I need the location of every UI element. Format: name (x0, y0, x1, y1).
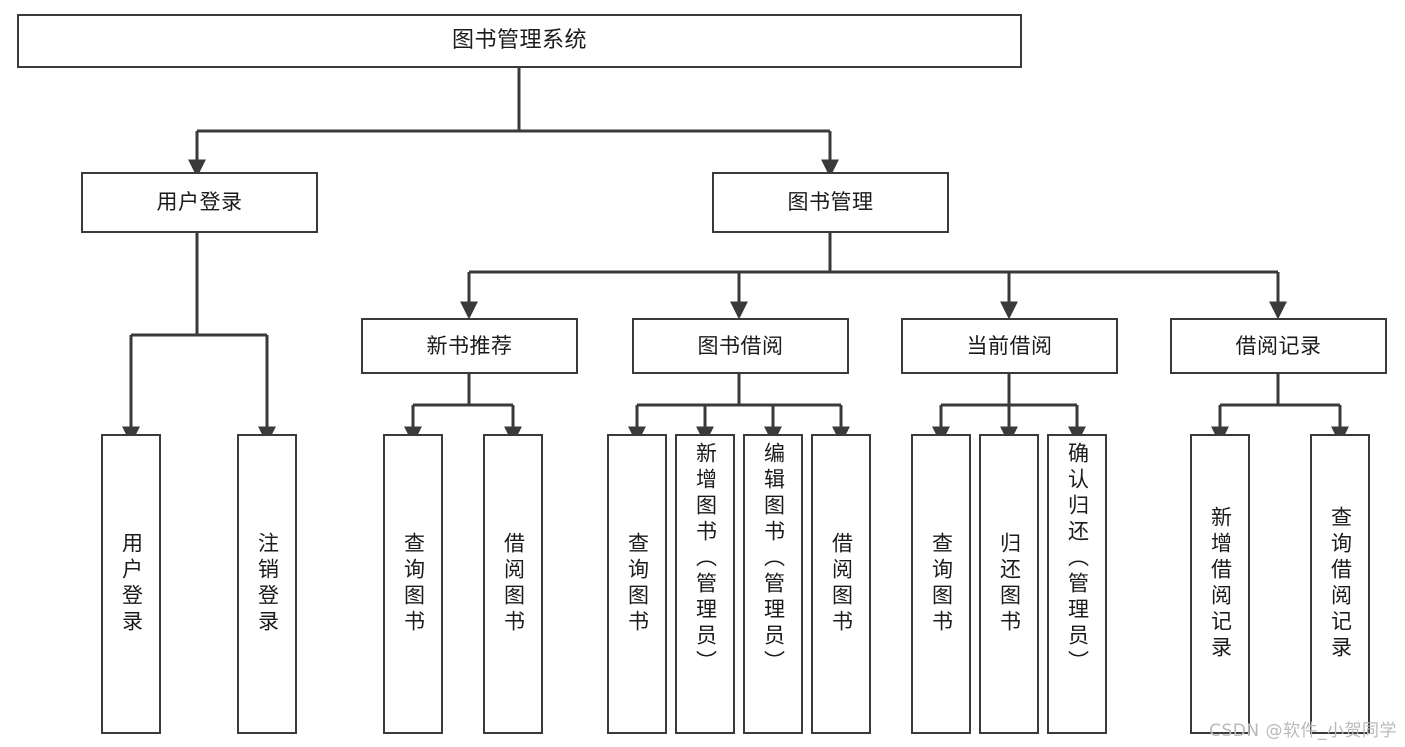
node-label: 图书管理 (787, 190, 874, 215)
watermark: CSDN @软件_小贺同学 (1209, 721, 1397, 741)
node-label: 用户登录 (119, 532, 144, 636)
node-label: 新增借阅记录 (1208, 506, 1233, 662)
node-label: 新书推荐 (426, 333, 513, 358)
node-leaf-query-borrow-record[interactable]: 查询借阅记录 (1310, 434, 1370, 734)
node-book-borrow[interactable]: 图书借阅 (632, 318, 849, 374)
node-label: 图书管理系统 (451, 28, 587, 54)
node-label: 借阅记录 (1235, 333, 1322, 358)
node-leaf-borrow-book-2[interactable]: 借阅图书 (811, 434, 871, 734)
node-leaf-add-book-admin[interactable]: 新增图书（管理员） (675, 434, 735, 734)
node-label: 借阅图书 (829, 532, 854, 636)
node-label: 当前借阅 (966, 333, 1053, 358)
node-leaf-edit-book-admin[interactable]: 编辑图书（管理员） (743, 434, 803, 734)
node-leaf-query-book-2[interactable]: 查询图书 (607, 434, 667, 734)
node-user-login[interactable]: 用户登录 (81, 172, 318, 233)
node-leaf-confirm-return-admin[interactable]: 确认归还（管理员） (1047, 434, 1107, 734)
node-leaf-add-borrow-record[interactable]: 新增借阅记录 (1190, 434, 1250, 734)
node-root-book-management-system[interactable]: 图书管理系统 (17, 14, 1022, 68)
node-label: 借阅图书 (501, 532, 526, 636)
node-label: 查询图书 (929, 532, 954, 636)
node-leaf-query-book-3[interactable]: 查询图书 (911, 434, 971, 734)
node-label: 新增图书（管理员） (693, 442, 718, 676)
node-new-book-recommend[interactable]: 新书推荐 (361, 318, 578, 374)
node-label: 查询图书 (401, 532, 426, 636)
node-label: 用户登录 (156, 190, 243, 215)
node-label: 编辑图书（管理员） (761, 442, 786, 676)
node-label: 查询图书 (625, 532, 650, 636)
node-leaf-borrow-book-1[interactable]: 借阅图书 (483, 434, 543, 734)
node-label: 归还图书 (997, 532, 1022, 636)
node-leaf-query-book-1[interactable]: 查询图书 (383, 434, 443, 734)
node-leaf-user-login[interactable]: 用户登录 (101, 434, 161, 734)
node-label: 确认归还（管理员） (1065, 442, 1090, 676)
node-label: 查询借阅记录 (1328, 506, 1353, 662)
node-borrow-record[interactable]: 借阅记录 (1170, 318, 1387, 374)
node-leaf-return-book[interactable]: 归还图书 (979, 434, 1039, 734)
node-current-borrow[interactable]: 当前借阅 (901, 318, 1118, 374)
node-label: 图书借阅 (697, 333, 784, 358)
node-label: 注销登录 (255, 532, 280, 636)
node-book-manage[interactable]: 图书管理 (712, 172, 949, 233)
node-leaf-logout-login[interactable]: 注销登录 (237, 434, 297, 734)
